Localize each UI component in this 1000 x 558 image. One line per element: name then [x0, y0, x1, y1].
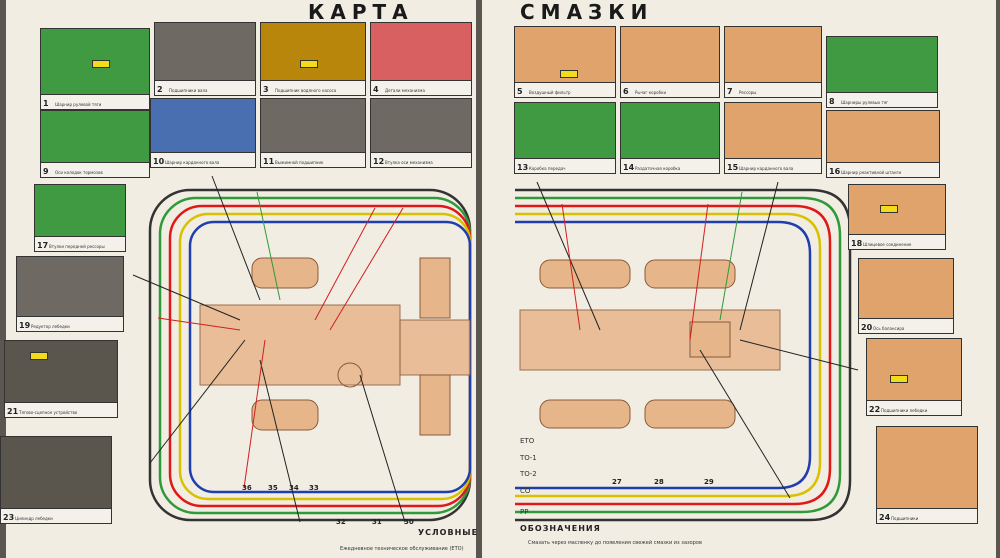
arrow-icon [30, 352, 48, 360]
leader-lines-green [256, 191, 743, 321]
marker-30: 30 [404, 518, 414, 526]
chassis-left [199, 257, 471, 436]
legend-pp: РР [520, 508, 529, 516]
loop-to1-right [515, 212, 822, 498]
marker-36: 36 [242, 484, 252, 492]
arrow-icon [300, 60, 318, 68]
loop-so-right [515, 204, 832, 506]
legend-so: СО [520, 487, 531, 495]
chassis-right [519, 259, 781, 429]
footer-note: Ежедневное техническое обслуживание (ЕТО… [340, 546, 464, 552]
marker-32: 32 [336, 518, 346, 526]
arrow-icon [92, 60, 110, 68]
title-left: КАРТА [308, 0, 414, 24]
loop-pp-right [515, 188, 852, 522]
legend-note: Смазать через масленку до появления свеж… [528, 540, 702, 546]
arrow-icon [560, 70, 578, 78]
legend-to1: ТО-1 [520, 454, 537, 462]
legend-title: ОБОЗНАЧЕНИЯ [520, 524, 601, 533]
legend-to2: ТО-2 [520, 470, 537, 478]
leader-lines-red [157, 203, 709, 489]
marker-34: 34 [289, 484, 299, 492]
marker-31: 31 [372, 518, 382, 526]
marker-33: 33 [309, 484, 319, 492]
marker-29: 29 [704, 478, 714, 486]
arrow-icon [880, 205, 898, 213]
leader-lines [132, 175, 859, 523]
loop-to2-right [515, 196, 842, 514]
marker-35: 35 [268, 484, 278, 492]
title-right: СМАЗКИ [520, 0, 654, 24]
marker-27: 27 [612, 478, 622, 486]
conditional-label: УСЛОВНЫЕ [418, 528, 479, 537]
arrow-icon [890, 375, 908, 383]
loop-eto-right [515, 220, 812, 490]
marker-28: 28 [654, 478, 664, 486]
legend-eto: ЕТО [520, 437, 535, 445]
